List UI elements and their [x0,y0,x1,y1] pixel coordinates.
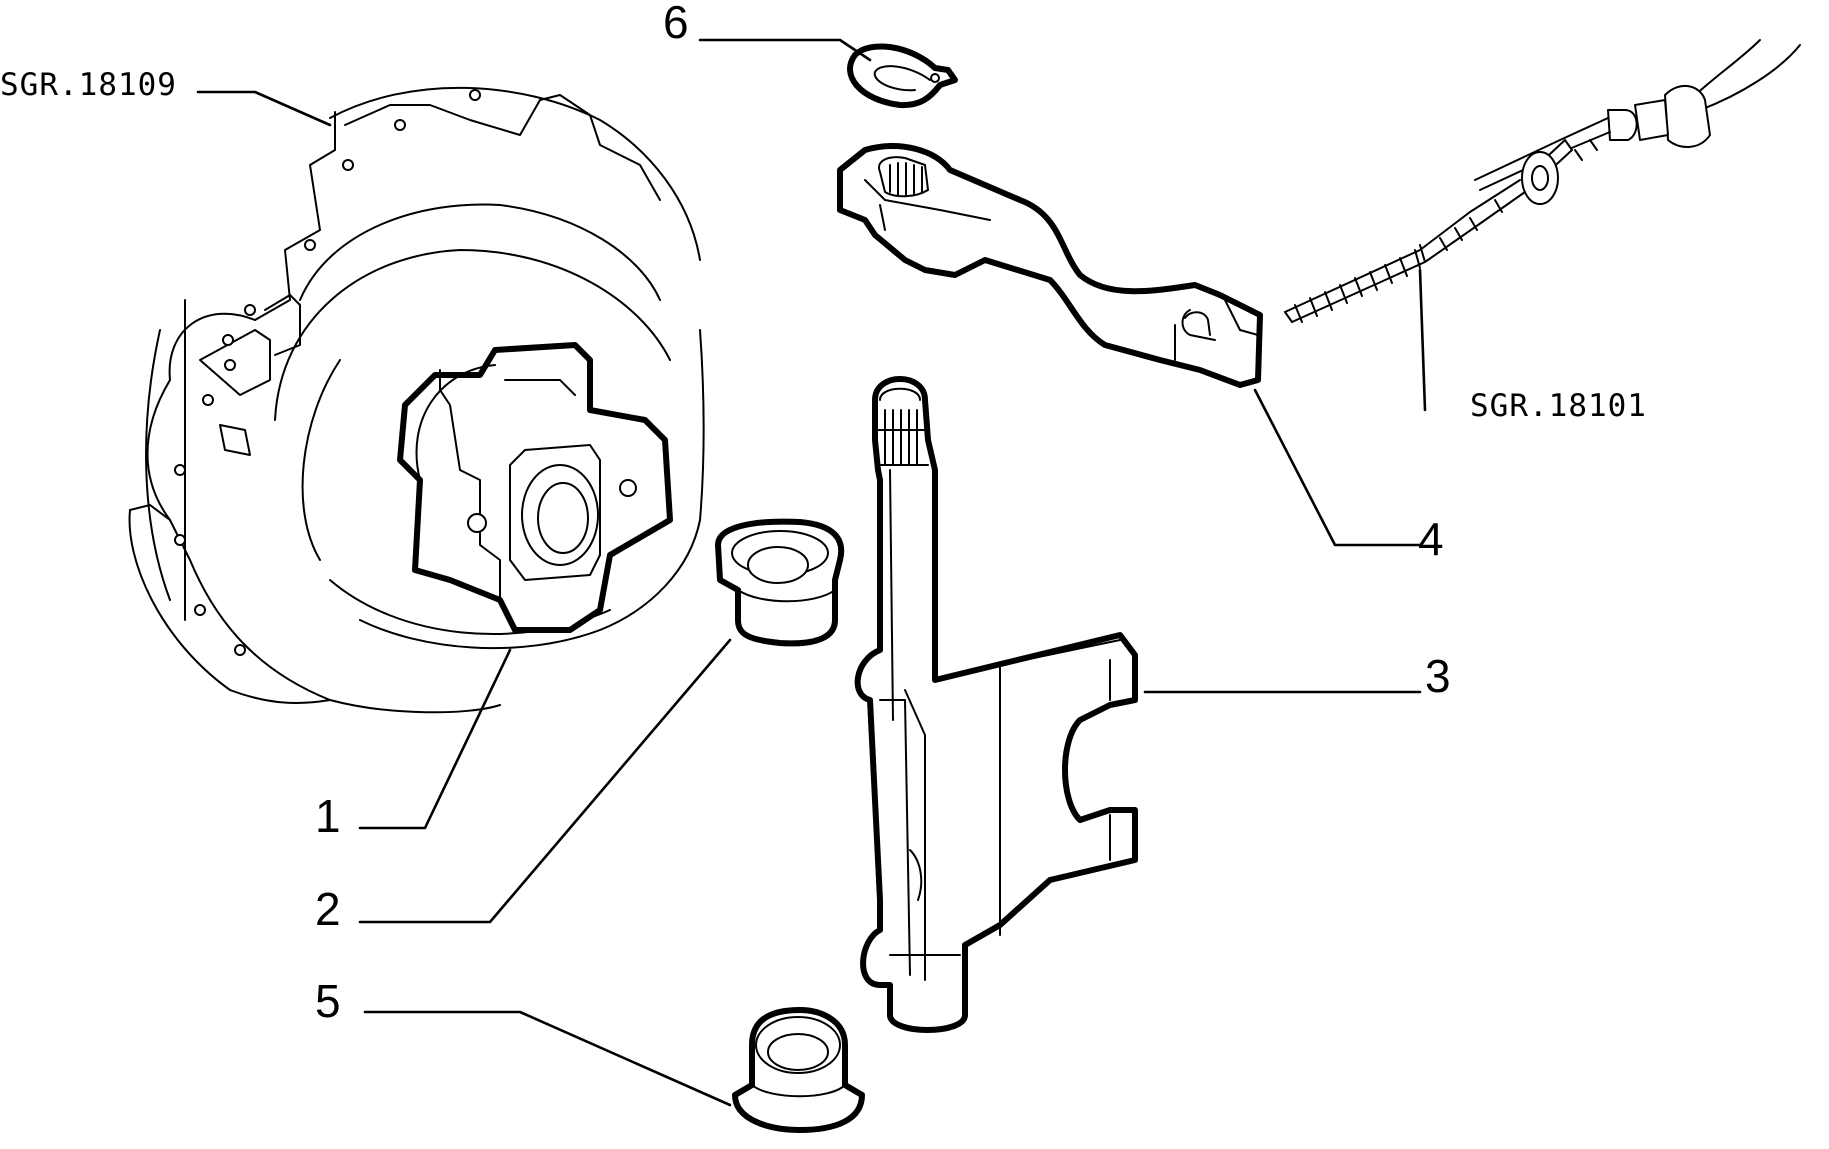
callout-2: 2 [315,883,341,935]
callout-5: 5 [315,975,341,1027]
leader-lines [196,38,1427,1107]
clutch-cable [1284,39,1801,323]
lower-bushing [732,1007,865,1133]
callout-1: 1 [315,790,341,842]
circlip [847,43,958,109]
reference-clutch-assembly: SGR.18109 [0,67,177,103]
release-fork-shaft [854,376,1138,1033]
reference-cable-assembly: SGR.18101 [1470,388,1647,424]
callout-6: 6 [663,0,689,48]
upper-bushing [715,518,845,647]
callout-4: 4 [1418,513,1444,565]
clutch-pressure-plate [128,86,705,714]
release-bearing [397,342,673,633]
release-lever [837,143,1263,388]
callout-3: 3 [1425,650,1451,702]
